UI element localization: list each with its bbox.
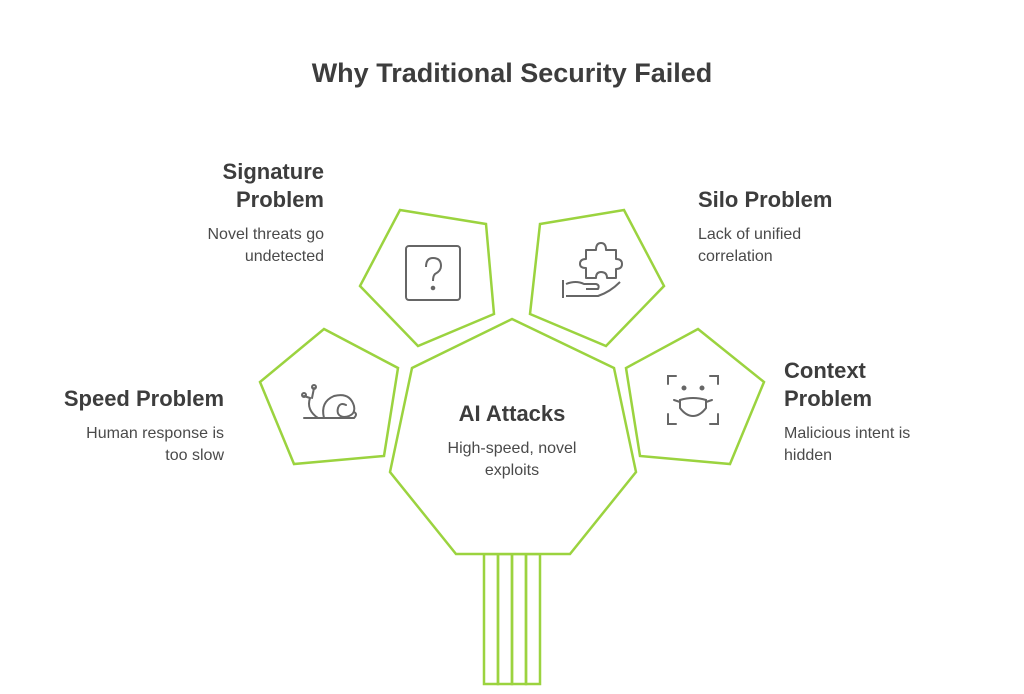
question-box-icon — [405, 245, 461, 301]
signature-problem-label: Signature Problem Novel threats go undet… — [64, 158, 324, 268]
snail-icon — [301, 384, 357, 419]
center-description: High-speed, novel exploits — [447, 440, 577, 479]
silo-problem-description: Lack of unified correlation — [698, 226, 802, 265]
speed-problem-label: Speed Problem Human response is too slow — [0, 385, 224, 467]
page-title: Why Traditional Security Failed — [311, 58, 713, 88]
context-problem-title: Context Problem — [784, 358, 873, 411]
puzzle-hand-icon — [562, 242, 623, 298]
center-node: AI Attacks High-speed, novel exploits — [412, 400, 612, 482]
stem — [482, 552, 542, 686]
context-problem-label: Context Problem Malicious intent is hidd… — [784, 357, 1004, 467]
center-heptagon — [388, 317, 638, 556]
signature-pentagon — [358, 208, 496, 348]
signature-problem-title: Signature Problem — [222, 159, 324, 212]
center-title: AI Attacks — [458, 401, 566, 426]
context-pentagon — [624, 327, 766, 466]
speed-problem-description: Human response is too slow — [86, 425, 224, 464]
silo-problem-label: Silo Problem Lack of unified correlation — [698, 186, 958, 268]
masked-face-scan-icon — [667, 375, 719, 425]
signature-problem-description: Novel threats go undetected — [207, 226, 324, 265]
speed-pentagon — [258, 327, 400, 466]
speed-problem-title: Speed Problem — [63, 386, 224, 411]
context-problem-description: Malicious intent is hidden — [784, 425, 911, 464]
silo-problem-title: Silo Problem — [698, 187, 833, 212]
